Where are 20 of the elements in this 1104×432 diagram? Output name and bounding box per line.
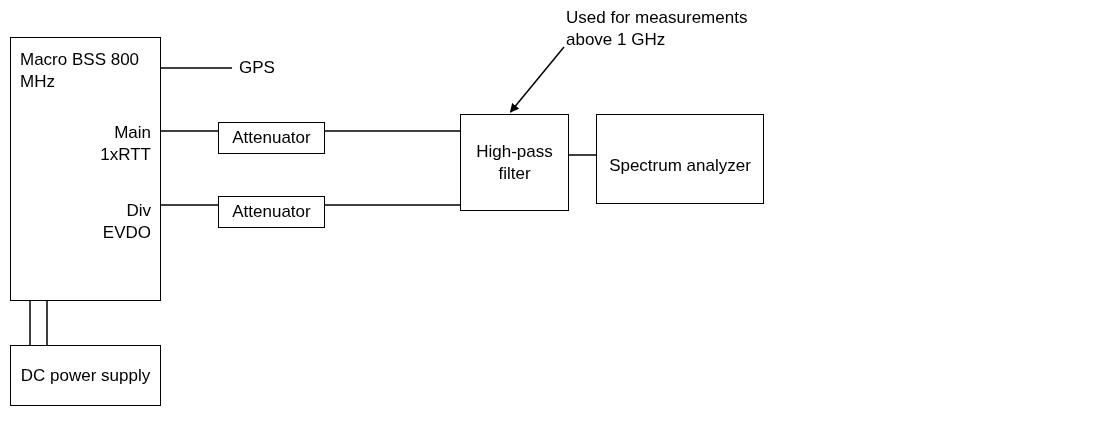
attenuator-box: Attenuator bbox=[218, 196, 325, 228]
connector-line bbox=[160, 130, 219, 132]
attenuator-box: Attenuator bbox=[218, 122, 325, 154]
power-supply-box: DC power supply bbox=[10, 345, 161, 406]
connector-line bbox=[160, 204, 219, 206]
connector-line bbox=[324, 204, 461, 206]
arrow bbox=[509, 46, 565, 113]
connector-line bbox=[160, 67, 233, 69]
filter-box: High-pass filter bbox=[460, 114, 569, 211]
port-label: Div EVDO bbox=[101, 200, 151, 244]
base-station-box bbox=[10, 37, 161, 301]
gps-label: GPS bbox=[232, 57, 282, 79]
device-label: Macro BSS 800 MHz bbox=[20, 49, 140, 93]
connector-line bbox=[29, 300, 31, 346]
connector-line bbox=[46, 300, 48, 346]
connector-line bbox=[568, 154, 597, 156]
port-label: Main 1xRTT bbox=[99, 122, 151, 166]
analyzer-box: Spectrum analyzer bbox=[596, 114, 764, 204]
annotation-text: Used for measurements above 1 GHz bbox=[566, 7, 766, 51]
connector-line bbox=[324, 130, 461, 132]
